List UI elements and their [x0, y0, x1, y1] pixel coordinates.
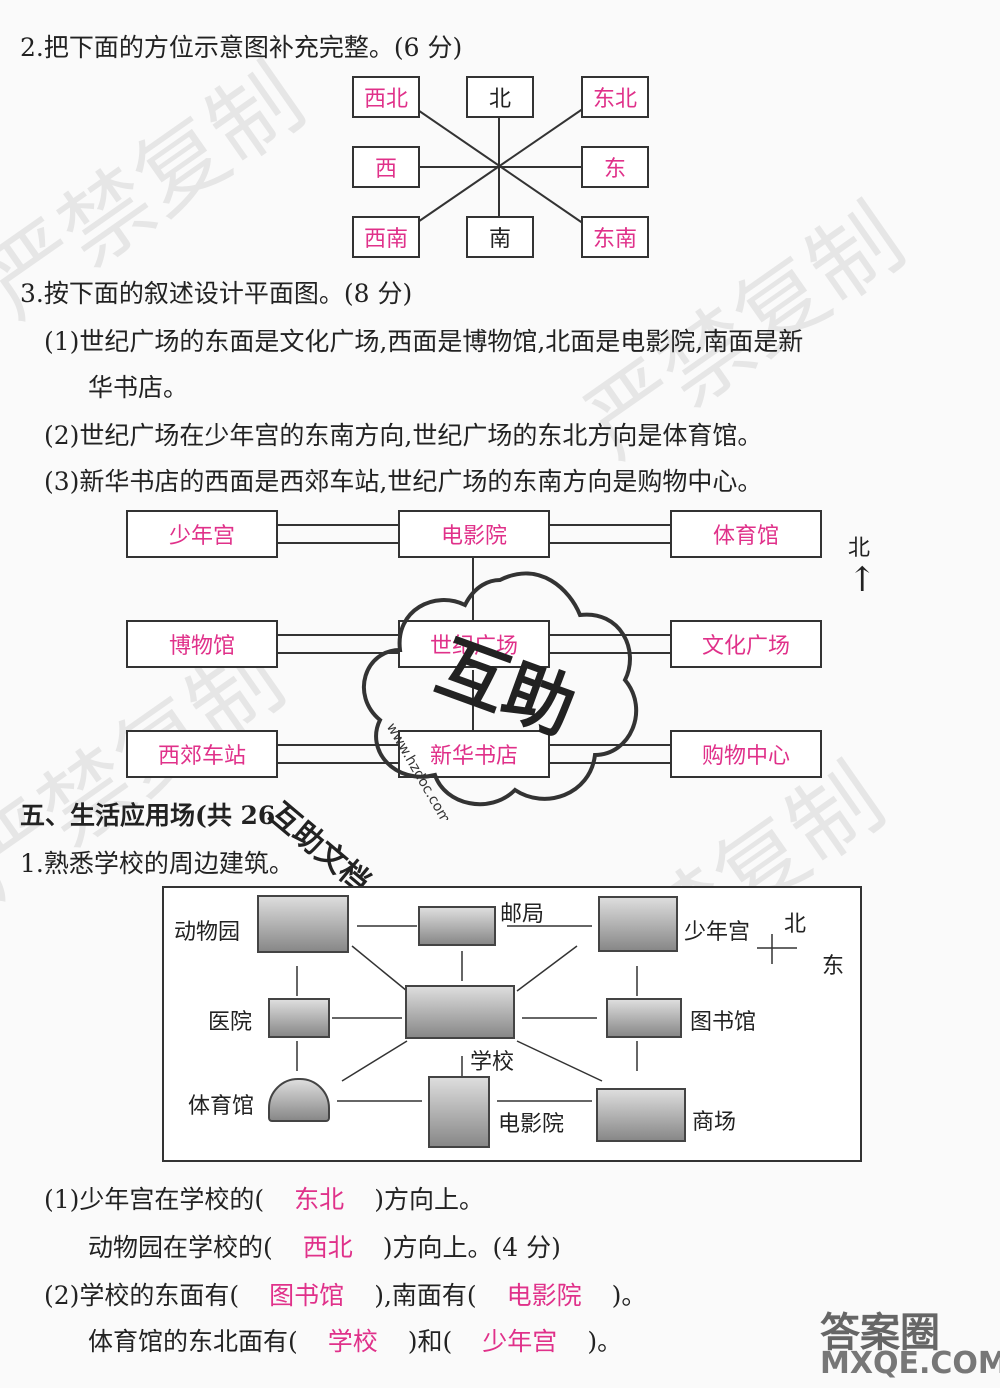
plan-r2c2: 世纪广场 — [398, 620, 550, 668]
plan-r3c3: 购物中心 — [670, 730, 822, 778]
compass-s: 南 — [466, 216, 534, 258]
gym-building-icon — [268, 1078, 330, 1122]
label-gym: 体育馆 — [188, 1094, 255, 1119]
label-post-office: 邮局 — [500, 902, 545, 927]
label-school: 学校 — [470, 1050, 515, 1075]
answer-line-1: (1)少年宫在学校的(东北)方向上。 — [44, 1185, 484, 1214]
compass-lines — [411, 105, 588, 227]
library-building-icon — [606, 998, 682, 1038]
plan-r2c1: 博物馆 — [126, 620, 278, 668]
label-youth-palace: 少年宫 — [684, 920, 751, 945]
section5-title: 五、生活应用场(共 26 — [20, 801, 276, 830]
section5-q1: 1.熟悉学校的周边建筑。 — [20, 849, 294, 878]
site-logo-text: 答案圈 — [820, 1310, 940, 1356]
hospital-building-icon — [268, 998, 330, 1038]
label-zoo: 动物园 — [174, 920, 241, 945]
label-mall: 商场 — [692, 1110, 737, 1135]
label-east: 东 — [822, 954, 845, 979]
site-logo-url: MXQE.COM — [820, 1346, 1000, 1381]
youth-palace-building-icon — [598, 896, 678, 952]
north-arrow-icon: ↑ — [848, 560, 877, 600]
compass-e: 东 — [581, 146, 649, 188]
building-connectors — [296, 925, 797, 1102]
answer-line-3: (2)学校的东面有(图书馆),南面有(电影院)。 — [44, 1281, 647, 1310]
q3-line3: (3)新华书店的西面是西郊车站,世纪广场的东南方向是购物中心。 — [44, 467, 763, 496]
plan-r1c1: 少年宫 — [126, 510, 278, 558]
label-north: 北 — [784, 912, 807, 937]
compass-nw: 西北 — [352, 76, 420, 118]
zoo-building-icon — [257, 895, 349, 953]
compass-n: 北 — [466, 76, 534, 118]
label-cinema: 电影院 — [498, 1112, 565, 1137]
compass-w: 西 — [352, 146, 420, 188]
plan-r1c2: 电影院 — [398, 510, 550, 558]
q3-line2: (2)世纪广场在少年宫的东南方向,世纪广场的东北方向是体育馆。 — [44, 421, 763, 450]
label-hospital: 医院 — [208, 1010, 253, 1035]
answer-line-4: 体育馆的东北面有(学校)和(少年宫)。 — [88, 1327, 623, 1356]
plan-north-label: 北 — [848, 536, 871, 561]
q3-line1-cont: 华书店。 — [88, 373, 189, 402]
q3-line1: (1)世纪广场的东面是文化广场,西面是博物馆,北面是电影院,南面是新 — [44, 327, 804, 356]
stamp-big-text: 互助 — [426, 625, 586, 750]
post-office-building-icon — [418, 906, 496, 946]
q3-title: 3.按下面的叙述设计平面图。(8 分) — [20, 279, 413, 308]
compass-sw: 西南 — [352, 216, 420, 258]
plan-r3c2: 新华书店 — [398, 730, 550, 778]
school-building-icon — [405, 985, 515, 1039]
compass-ne: 东北 — [581, 76, 649, 118]
plan-r2c3: 文化广场 — [670, 620, 822, 668]
q2-title: 2.把下面的方位示意图补充完整。(6 分) — [20, 33, 463, 62]
compass-se: 东南 — [581, 216, 649, 258]
label-library: 图书馆 — [690, 1010, 757, 1035]
plan-r1c3: 体育馆 — [670, 510, 822, 558]
mall-building-icon — [596, 1088, 686, 1142]
plan-r3c1: 西郊车站 — [126, 730, 278, 778]
stamp-logo: 互助 www.hzdoc.com — [362, 571, 639, 820]
cinema-building-icon — [428, 1076, 490, 1148]
answer-line-2: 动物园在学校的(西北)方向上。(4 分) — [88, 1233, 561, 1262]
